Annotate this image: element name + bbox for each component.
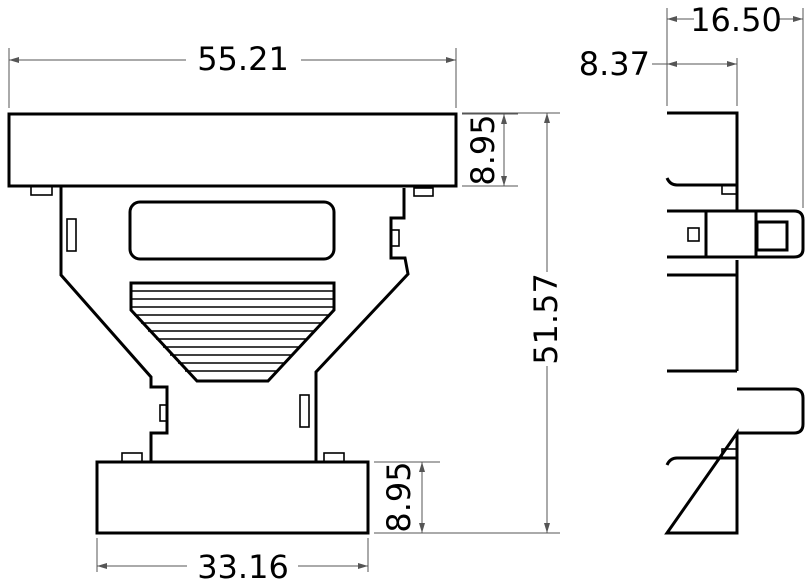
side-lower-protrusion — [737, 387, 805, 435]
slot-left-upper — [66, 218, 77, 252]
side-latch — [667, 209, 805, 259]
side-lower-divider — [665, 456, 737, 466]
dim-side-total-depth: 16.50 — [666, 1, 804, 208]
side-lower-tab — [721, 448, 738, 459]
dim-label-side-total-depth: 16.50 — [690, 1, 782, 39]
latch-tab-top-right — [413, 187, 434, 197]
side-body-outline — [664, 111, 739, 535]
front-view — [7, 112, 458, 535]
latch-tab-bottom-left — [121, 452, 143, 463]
top-flange — [7, 112, 458, 188]
dim-bottom-width: 33.16 — [96, 538, 369, 584]
body-outline — [59, 186, 410, 462]
dim-label-overall-width: 55.21 — [197, 40, 289, 78]
latch-tab-bottom-right — [323, 452, 345, 463]
slot-right-lower — [299, 394, 310, 428]
latch-tab-top-left — [30, 185, 53, 196]
dim-label-bottom-flange-height: 8.95 — [380, 461, 418, 532]
side-view — [664, 111, 805, 535]
dim-label-top-flange-height: 8.95 — [464, 114, 502, 185]
label-window — [128, 200, 336, 261]
ribbed-grip — [129, 281, 336, 383]
side-upper-tab — [721, 184, 738, 195]
slot-right-upper — [390, 229, 400, 247]
side-latch-window — [755, 220, 789, 252]
dim-label-side-body-depth: 8.37 — [579, 45, 650, 83]
dim-overall-height: 51.57 — [440, 112, 565, 534]
dim-label-bottom-width: 33.16 — [197, 548, 289, 584]
slot-left-lower — [159, 404, 168, 422]
side-latch-hole — [687, 227, 700, 242]
side-upper-divider — [665, 177, 737, 187]
dim-top-flange-height: 8.95 — [462, 113, 518, 187]
bottom-flange — [95, 460, 370, 535]
dim-side-body-depth: 8.37 — [579, 45, 738, 106]
dim-overall-width: 55.21 — [8, 40, 457, 108]
dim-label-overall-height: 51.57 — [527, 273, 565, 365]
dim-bottom-flange-height: 8.95 — [374, 461, 440, 534]
